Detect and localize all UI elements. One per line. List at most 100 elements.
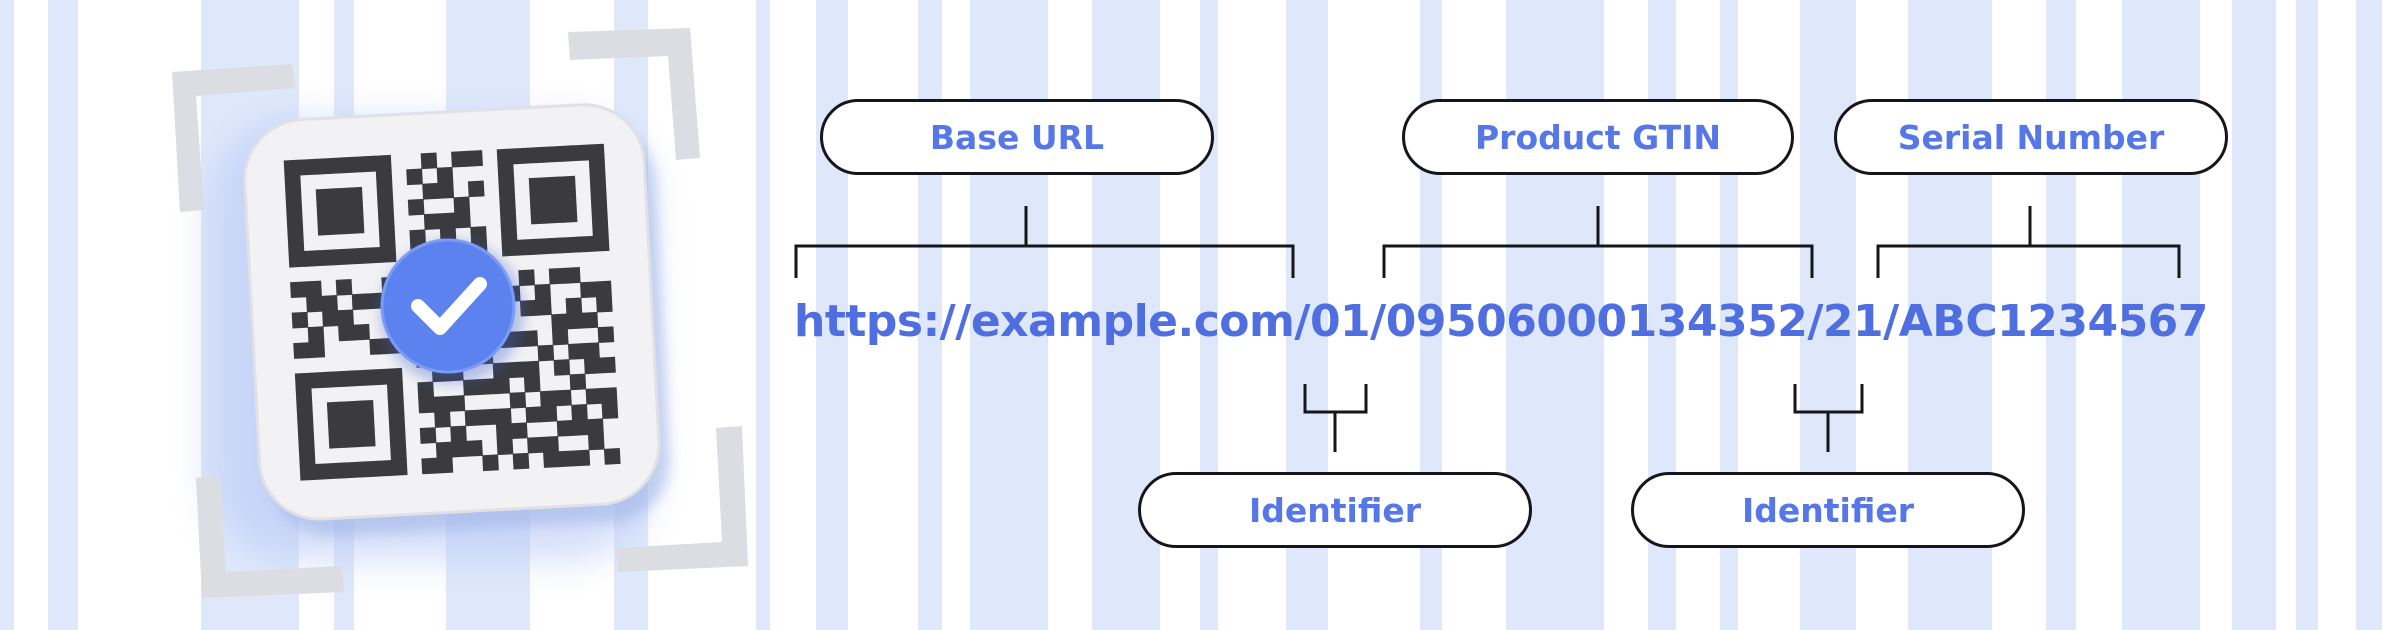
qr-module: [375, 460, 393, 477]
label-base-url-text: Base URL: [929, 117, 1105, 157]
qr-module: [542, 146, 560, 163]
qr-module: [499, 194, 516, 211]
qr-module: [601, 402, 619, 420]
qr-module: [439, 212, 456, 230]
qr-module: [288, 250, 306, 268]
qr-module: [496, 148, 514, 166]
qr-module: [306, 295, 323, 313]
qr-module: [531, 238, 549, 255]
qr-module: [330, 187, 348, 205]
qr-module: [296, 403, 314, 420]
qr-module: [340, 370, 358, 387]
qr-module: [360, 460, 378, 478]
qr-module: [351, 293, 369, 311]
qr-module: [588, 143, 605, 161]
qr-module: [325, 371, 342, 388]
qr-module: [587, 433, 605, 451]
qr-module: [329, 157, 346, 174]
qr-module: [523, 360, 540, 378]
qr-module: [588, 158, 606, 176]
qr-module: [571, 404, 588, 421]
qr-module: [298, 448, 316, 466]
qr-module: [349, 247, 366, 265]
qr-module: [558, 450, 575, 468]
qr-module: [298, 158, 316, 176]
qr-module: [364, 246, 382, 264]
qr-module: [342, 400, 359, 418]
qr-module: [435, 441, 453, 459]
qr-module: [286, 220, 304, 238]
qr-module: [326, 401, 344, 419]
qr-module: [299, 464, 317, 481]
background-stripe: [48, 0, 78, 630]
qr-module: [335, 279, 353, 296]
scan-corner-brackets: [172, 28, 748, 598]
qr-module: [587, 418, 604, 436]
qr-module: [470, 226, 487, 243]
qr-module: [353, 323, 370, 341]
label-serial-number: Serial Number: [1834, 99, 2228, 175]
label-identifier-1: Identifier: [1138, 472, 1532, 548]
qr-module: [519, 299, 537, 317]
qr-module: [290, 281, 307, 299]
qr-module: [500, 224, 518, 242]
qr-module: [516, 239, 534, 256]
qr-module: [389, 428, 406, 446]
qr-module: [595, 280, 612, 298]
qr-module: [370, 368, 388, 386]
qr-module: [530, 207, 547, 225]
qr-module: [454, 211, 471, 229]
qr-module: [553, 359, 571, 376]
qr-module: [581, 311, 599, 329]
checkmark-icon: [411, 277, 487, 335]
qr-module: [448, 395, 466, 412]
qr-module: [451, 440, 468, 458]
qr-module: [569, 373, 587, 391]
qr-module: [479, 408, 497, 426]
qr-module: [466, 150, 483, 167]
qr-module: [521, 330, 539, 347]
qr-module: [355, 369, 373, 387]
qr-module: [328, 431, 346, 449]
qr-module: [507, 361, 525, 379]
label-serial-number-text: Serial Number: [1897, 117, 2165, 157]
qr-module: [599, 356, 616, 374]
qr-module: [543, 451, 560, 468]
qr-module: [583, 357, 601, 375]
qr-module: [308, 341, 326, 359]
qr-module: [529, 192, 547, 210]
label-base-url: Base URL: [820, 99, 1214, 175]
qr-module: [544, 191, 562, 209]
qr-module: [591, 204, 608, 222]
qr-module: [374, 154, 392, 172]
qr-module: [338, 324, 355, 342]
qr-module: [499, 209, 517, 227]
qr-module: [297, 418, 314, 436]
qr-module: [314, 158, 331, 175]
qr-module: [347, 217, 365, 234]
qr-module: [386, 367, 403, 385]
qr-module: [378, 215, 395, 233]
qr-module: [305, 280, 322, 298]
qr-module: [464, 409, 482, 427]
qr-module: [418, 396, 435, 414]
qr-module: [334, 248, 351, 266]
qr-module: [559, 190, 577, 208]
qr-module: [523, 375, 541, 393]
qr-module: [322, 310, 339, 327]
qr-module: [303, 250, 321, 267]
qr-module: [378, 230, 396, 248]
qr-module: [433, 395, 451, 413]
label-identifier-2: Identifier: [1631, 472, 2025, 548]
qr-module: [557, 145, 575, 162]
qr-module: [466, 440, 483, 457]
qr-module: [571, 419, 589, 436]
qr-module: [600, 387, 618, 404]
qr-module: [596, 295, 613, 313]
label-identifier-2-text: Identifier: [1742, 490, 1914, 530]
qr-module: [377, 200, 395, 218]
qr-module: [366, 292, 384, 310]
qr-module: [451, 150, 468, 168]
qr-module: [318, 249, 336, 267]
